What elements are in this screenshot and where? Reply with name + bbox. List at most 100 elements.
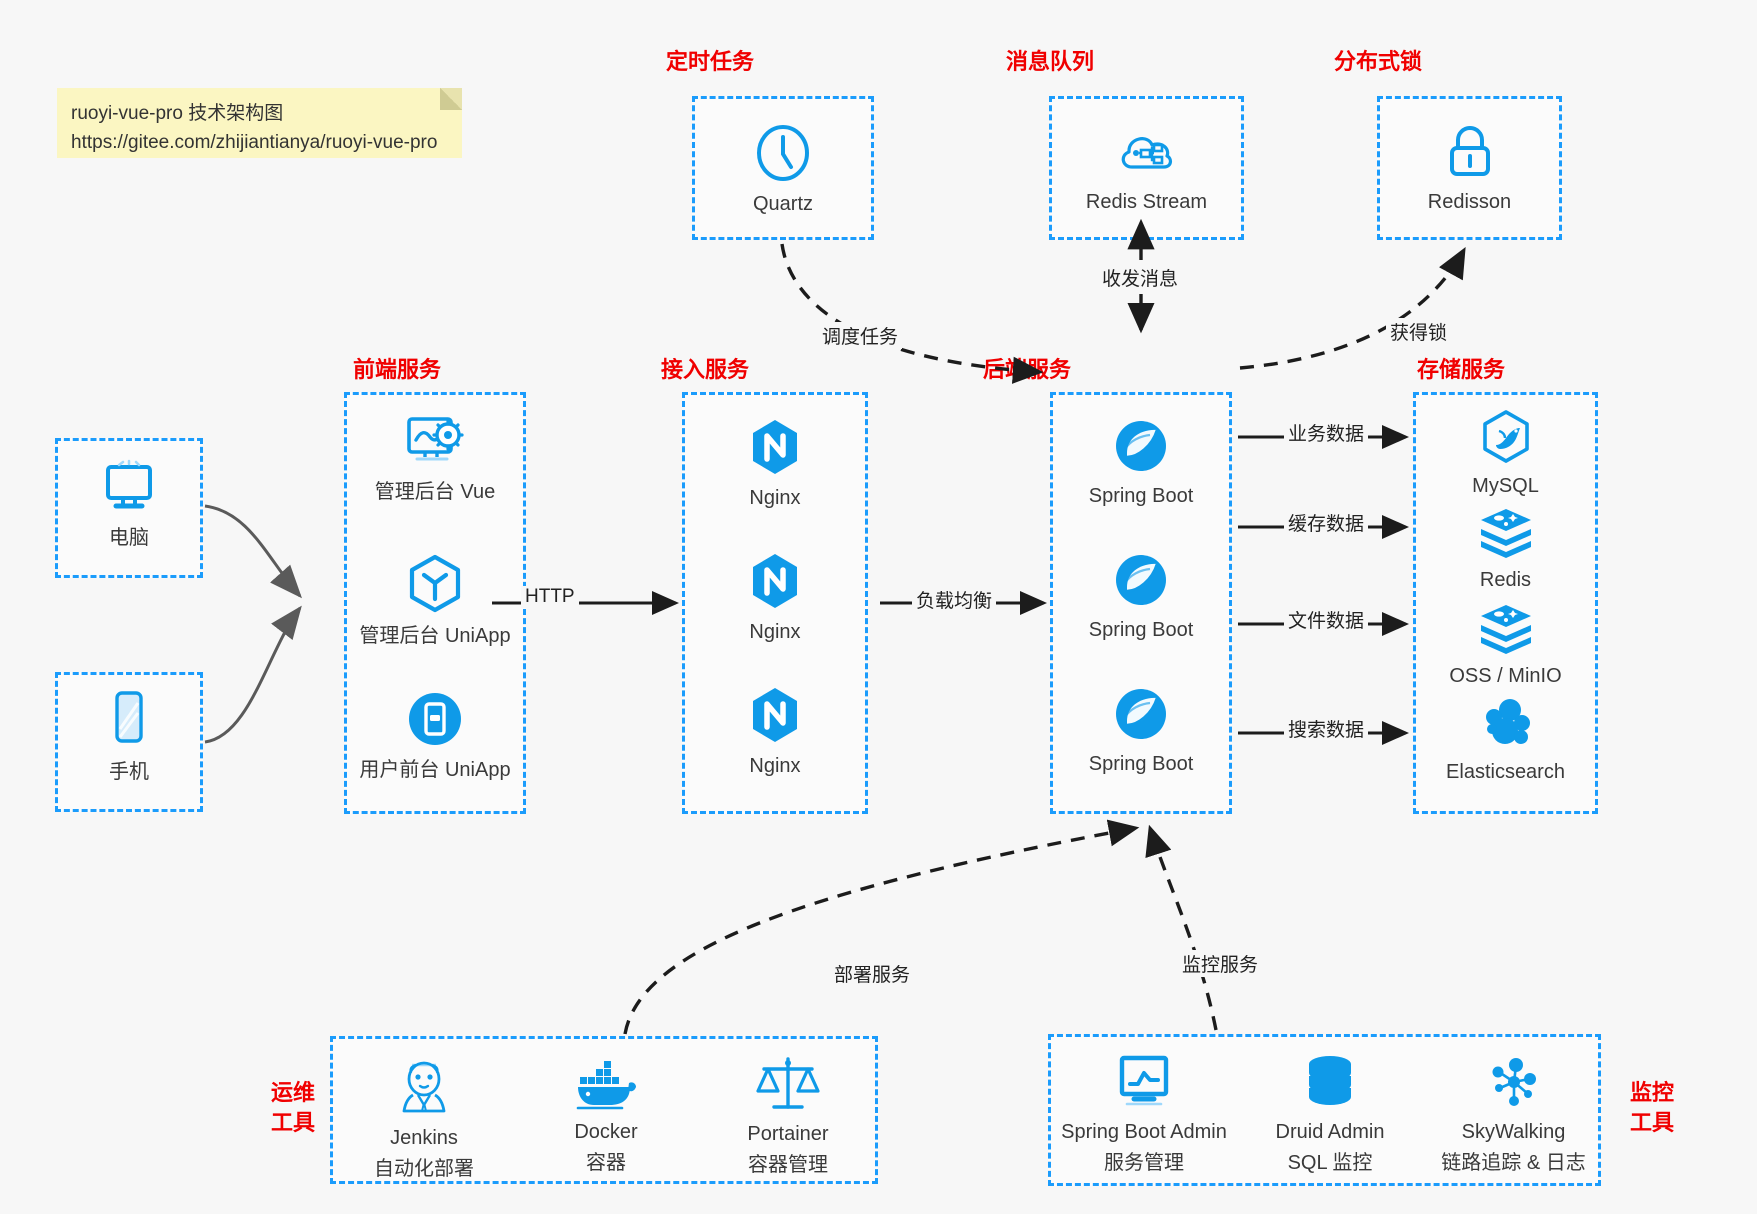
- group-box-scheduled-task: Quartz: [692, 96, 874, 240]
- node-sublabel: 容器管理: [748, 1154, 828, 1176]
- group-title-monitoring-line1: 监控: [1629, 1080, 1674, 1105]
- node-label: 用户前台 UniApp: [359, 759, 511, 781]
- docker-whale-icon: [576, 1061, 636, 1110]
- node-skywalking[interactable]: SkyWalking 链路追踪 & 日志: [1423, 1053, 1604, 1175]
- group-title-frontend: 前端服务: [352, 357, 441, 382]
- lock-icon: [1449, 126, 1490, 176]
- wire-backend-to-lock: [1239, 247, 1466, 370]
- node-sublabel: 服务管理: [1104, 1152, 1184, 1174]
- group-box-distributed-lock: Redisson: [1377, 96, 1562, 240]
- mobile-phone-icon: [115, 691, 143, 743]
- redis-stack-icon: [1480, 509, 1531, 558]
- note-line-1: ruoyi-vue-pro 技术架构图: [71, 103, 284, 124]
- wire-monitoring-to-backend: [1145, 824, 1218, 1031]
- node-label: 管理后台 Vue: [374, 481, 496, 503]
- node-admin-uniapp[interactable]: 管理后台 UniApp: [347, 553, 523, 650]
- node-sublabel: 容器: [586, 1152, 626, 1174]
- node-spring-boot-3[interactable]: Spring Boot: [1053, 685, 1229, 778]
- node-redisson[interactable]: Redisson: [1380, 121, 1559, 216]
- jenkins-butler-icon: [402, 1061, 446, 1113]
- group-title-devops-line1: 运维: [270, 1080, 315, 1105]
- node-sublabel: 自动化部署: [374, 1158, 474, 1180]
- node-nginx-2[interactable]: Nginx: [685, 551, 865, 646]
- edge-label-deploy-service: 部署服务: [830, 960, 915, 987]
- group-title-gateway: 接入服务: [660, 357, 749, 382]
- uniapp-hexagon-icon: [409, 554, 461, 613]
- node-elasticsearch[interactable]: Elasticsearch: [1416, 695, 1595, 786]
- node-label: Redis: [1479, 569, 1532, 591]
- node-mysql[interactable]: MySQL: [1416, 409, 1595, 500]
- edge-label-monitor-service: 监控服务: [1178, 950, 1263, 977]
- node-label: Redisson: [1427, 191, 1512, 213]
- node-label: Nginx: [749, 621, 801, 643]
- group-box-gateway: Nginx Nginx Nginx: [682, 392, 868, 814]
- node-nginx-3[interactable]: Nginx: [685, 685, 865, 780]
- node-label: Quartz: [752, 193, 814, 215]
- group-box-frontend: 管理后台 Vue 管理后台 UniApp 用户前台 UniApp: [344, 392, 526, 814]
- node-quartz[interactable]: Quartz: [695, 123, 871, 218]
- node-label: Docker: [574, 1121, 638, 1143]
- monitor-chart-icon: [1119, 1055, 1169, 1106]
- group-box-client-mobile: 手机: [55, 672, 203, 812]
- node-label: Jenkins: [390, 1127, 458, 1149]
- edge-label-http: HTTP: [521, 586, 579, 608]
- nginx-icon: [753, 554, 797, 608]
- node-sublabel: SQL 监控: [1287, 1152, 1373, 1174]
- node-label: Spring Boot: [1088, 619, 1194, 641]
- edge-label-load-balance: 负载均衡: [912, 586, 997, 613]
- node-label: 电脑: [109, 527, 149, 549]
- node-nginx-1[interactable]: Nginx: [685, 417, 865, 512]
- node-mobile[interactable]: 手机: [58, 689, 200, 786]
- group-title-scheduled-task: 定时任务: [665, 49, 754, 74]
- group-title-message-queue: 消息队列: [1005, 49, 1094, 74]
- node-label: MySQL: [1472, 475, 1539, 497]
- group-title-distributed-lock: 分布式锁: [1333, 49, 1422, 74]
- skywalking-node-icon: [1492, 1058, 1536, 1106]
- node-user-uniapp[interactable]: 用户前台 UniApp: [347, 689, 523, 784]
- node-redis[interactable]: Redis: [1416, 505, 1595, 594]
- node-sublabel: 链路追踪 & 日志: [1441, 1152, 1586, 1174]
- spring-boot-icon: [1116, 421, 1166, 471]
- node-label: Portainer: [747, 1123, 829, 1145]
- edge-label-schedule-task: 调度任务: [818, 322, 903, 349]
- group-box-backend: Spring Boot Spring Boot Spring Boot: [1050, 392, 1232, 814]
- group-title-backend: 后端服务: [982, 357, 1071, 382]
- node-label: Elasticsearch: [1446, 761, 1565, 783]
- edge-label-acquire-lock: 获得锁: [1386, 318, 1452, 345]
- node-spring-boot-2[interactable]: Spring Boot: [1053, 551, 1229, 644]
- node-druid-admin[interactable]: Druid Admin SQL 监控: [1237, 1053, 1423, 1175]
- spring-boot-icon: [1116, 555, 1166, 605]
- node-label: Nginx: [749, 487, 801, 509]
- node-label: OSS / MinIO: [1449, 665, 1562, 687]
- title-note: ruoyi-vue-pro 技术架构图 https://gitee.com/zh…: [57, 88, 462, 158]
- group-title-monitoring-line2: 工具: [1629, 1109, 1674, 1135]
- node-oss-minio[interactable]: OSS / MinIO: [1416, 601, 1595, 690]
- note-line-2: https://gitee.com/zhijiantianya/ruoyi-vu…: [71, 131, 438, 153]
- node-label: 管理后台 UniApp: [359, 625, 511, 647]
- group-box-monitoring: Spring Boot Admin 服务管理 Druid Admin SQL 监…: [1048, 1034, 1601, 1186]
- cloud-stream-icon: [1121, 137, 1172, 169]
- node-admin-vue[interactable]: 管理后台 Vue: [347, 413, 523, 506]
- node-desktop[interactable]: 电脑: [58, 459, 200, 552]
- node-portainer[interactable]: Portainer 容器管理: [697, 1057, 879, 1177]
- elasticsearch-icon: [1485, 699, 1530, 744]
- object-storage-icon: [1480, 605, 1531, 654]
- node-jenkins[interactable]: Jenkins 自动化部署: [333, 1055, 515, 1181]
- portainer-scales-icon: [756, 1057, 820, 1109]
- node-label: Spring Boot: [1088, 753, 1194, 775]
- edge-label-file-data: 文件数据: [1284, 606, 1369, 633]
- wire-devops-to-backend: [623, 819, 1140, 1035]
- group-box-devops: Jenkins 自动化部署 Docker 容器: [330, 1036, 878, 1184]
- wire-mobile-to-frontend: [204, 605, 302, 744]
- node-label: Spring Boot Admin: [1061, 1121, 1227, 1143]
- note-fold-corner: [440, 88, 462, 110]
- node-spring-boot-admin[interactable]: Spring Boot Admin 服务管理: [1051, 1053, 1237, 1175]
- edge-label-cache-data: 缓存数据: [1284, 509, 1369, 536]
- node-spring-boot-1[interactable]: Spring Boot: [1053, 417, 1229, 510]
- node-redis-stream[interactable]: Redis Stream: [1052, 121, 1241, 216]
- node-docker[interactable]: Docker 容器: [515, 1061, 697, 1175]
- edge-label-send-receive-message: 收发消息: [1098, 264, 1183, 291]
- clock-icon: [757, 125, 809, 181]
- nginx-icon: [753, 420, 797, 474]
